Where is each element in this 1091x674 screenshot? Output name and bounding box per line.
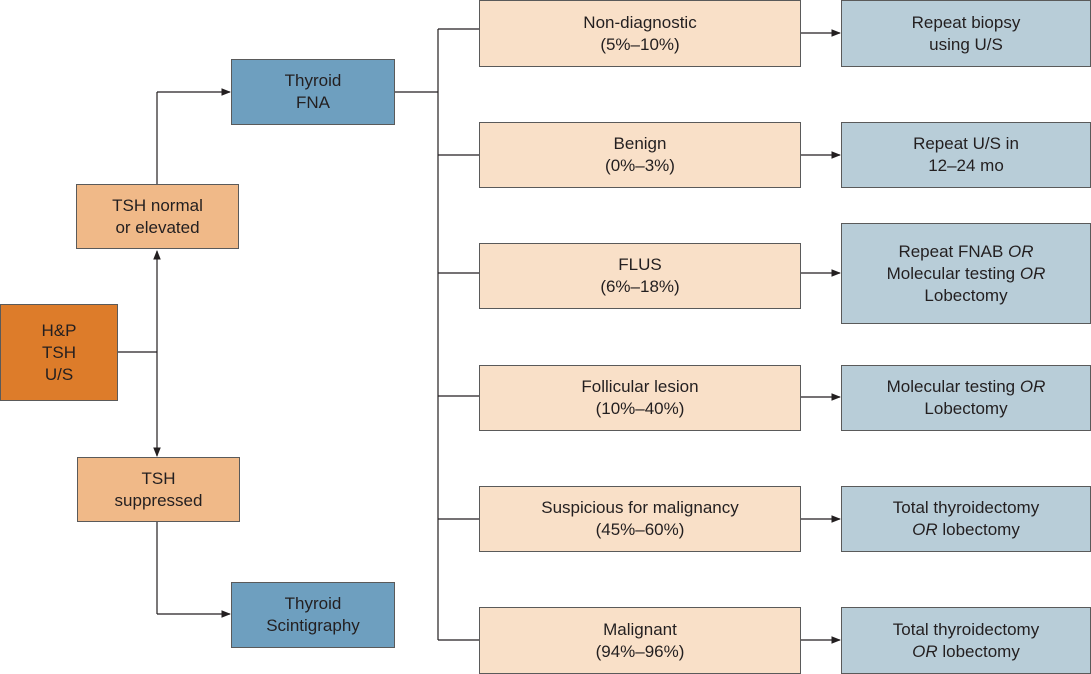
start-line-1: H&P xyxy=(41,320,77,340)
action-follicular: Molecular testing OR Lobectomy xyxy=(841,365,1091,431)
result-non-diagnostic: Non-diagnostic (5%–10%) xyxy=(479,0,801,67)
result-name: Suspicious for malignancy xyxy=(541,498,739,517)
result-percent: (5%–10%) xyxy=(600,34,680,54)
fna-line-2: FNA xyxy=(296,93,330,112)
fna-line-1: Thyroid xyxy=(284,71,342,90)
result-flus: FLUS (6%–18%) xyxy=(479,243,801,309)
or-label: OR xyxy=(1019,263,1046,283)
action-suspicious: Total thyroidectomy OR lobectomy xyxy=(841,486,1091,552)
start-line-2: TSH xyxy=(42,342,76,362)
tsh-normal-node: TSH normal or elevated xyxy=(76,184,239,249)
action-line: Lobectomy xyxy=(924,285,1008,305)
result-benign: Benign (0%–3%) xyxy=(479,122,801,188)
result-suspicious: Suspicious for malignancy (45%–60%) xyxy=(479,486,801,552)
tsh-normal-line-1: TSH normal xyxy=(112,195,203,215)
result-name: Follicular lesion xyxy=(581,377,699,396)
action-line: Total thyroidectomy xyxy=(892,619,1040,639)
start-node: H&P TSH U/S xyxy=(0,304,118,401)
action-repeat-us: Repeat U/S in 12–24 mo xyxy=(841,122,1091,188)
action-line: using U/S xyxy=(929,34,1003,54)
action-line: Repeat biopsy xyxy=(911,12,1021,32)
action-line: Lobectomy xyxy=(924,399,1008,418)
or-label: OR xyxy=(912,641,938,661)
result-malignant: Malignant (94%–96%) xyxy=(479,607,801,674)
tsh-suppressed-line-2: suppressed xyxy=(114,490,203,510)
result-name: Benign xyxy=(613,134,667,153)
thyroid-scintigraphy-node: Thyroid Scintigraphy xyxy=(231,582,395,648)
result-name: FLUS xyxy=(618,255,662,274)
tsh-normal-line-2: or elevated xyxy=(115,217,200,237)
action-malignant: Total thyroidectomy OR lobectomy xyxy=(841,607,1091,674)
result-percent: (0%–3%) xyxy=(605,156,675,175)
result-percent: (6%–18%) xyxy=(600,277,680,296)
result-percent: (45%–60%) xyxy=(595,520,685,539)
result-name: Non-diagnostic xyxy=(583,12,697,32)
result-follicular-lesion: Follicular lesion (10%–40%) xyxy=(479,365,801,431)
action-line: 12–24 mo xyxy=(928,156,1004,175)
action-line: Molecular testing OR xyxy=(886,263,1046,283)
action-line: Total thyroidectomy xyxy=(892,498,1040,517)
tsh-suppressed-node: TSH suppressed xyxy=(77,457,240,522)
action-line: OR lobectomy xyxy=(912,520,1020,539)
result-percent: (10%–40%) xyxy=(595,399,685,418)
action-line: Repeat FNAB OR xyxy=(898,241,1034,261)
result-percent: (94%–96%) xyxy=(595,641,685,661)
action-flus: Repeat FNAB OR Molecular testing OR Lobe… xyxy=(841,223,1091,324)
action-line: Repeat U/S in xyxy=(913,134,1019,153)
thyroid-fna-node: Thyroid FNA xyxy=(231,59,395,125)
tsh-suppressed-line-1: TSH xyxy=(141,468,176,488)
action-line: OR lobectomy xyxy=(912,641,1020,661)
or-label: OR xyxy=(1008,241,1034,261)
or-label: OR xyxy=(1019,377,1046,396)
scintigraphy-line-1: Thyroid xyxy=(284,594,342,613)
or-label: OR xyxy=(912,520,938,539)
start-line-3: U/S xyxy=(44,364,74,384)
action-repeat-biopsy: Repeat biopsy using U/S xyxy=(841,0,1091,67)
result-name: Malignant xyxy=(603,619,677,639)
scintigraphy-line-2: Scintigraphy xyxy=(266,616,360,635)
action-line: Molecular testing OR xyxy=(886,377,1046,396)
